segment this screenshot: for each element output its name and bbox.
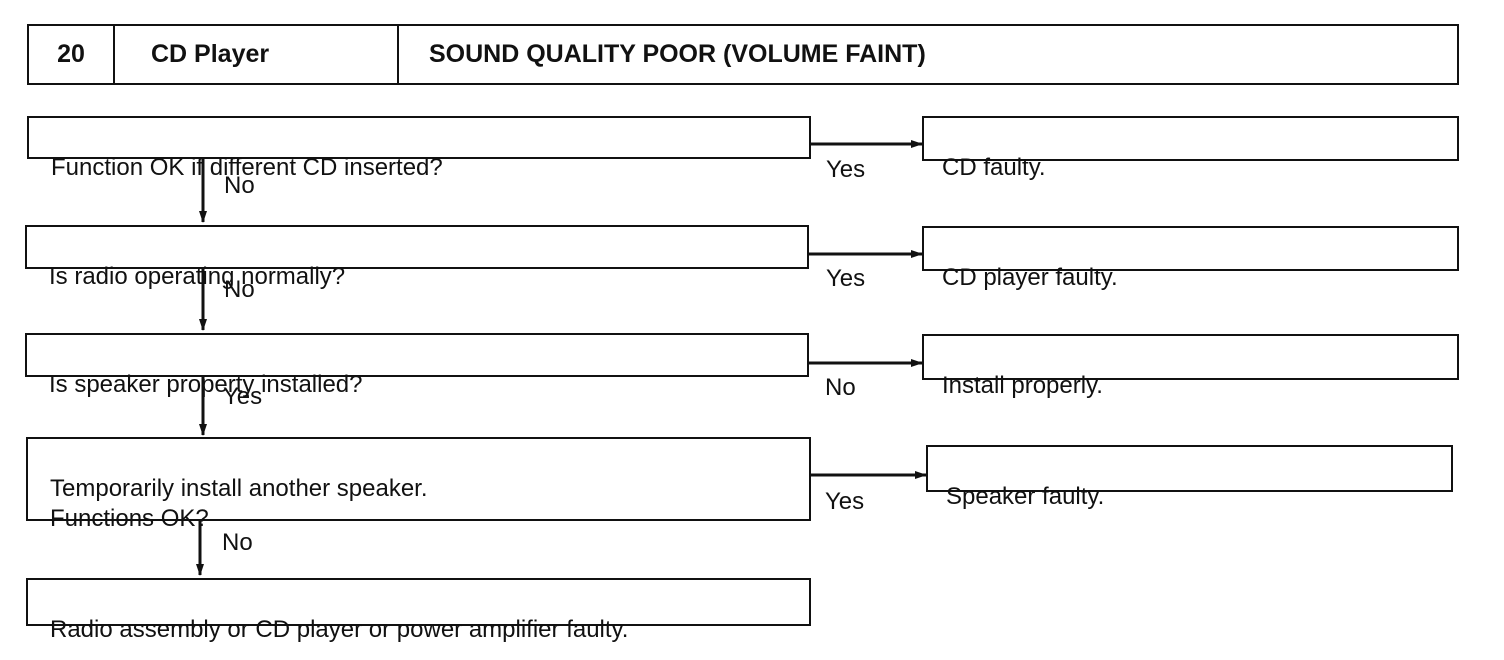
result-box-1: CD faulty.	[922, 116, 1459, 181]
result-box-3: Install properly.	[922, 334, 1459, 399]
result-box-4: Speaker faulty.	[926, 445, 1453, 510]
side-label-1: Yes	[826, 156, 866, 183]
down-label-2: No	[224, 276, 255, 303]
final-result-box: Radio assembly or CD player or power amp…	[26, 578, 811, 643]
question-box-3: Is speaker property installed?	[25, 333, 809, 398]
section-number: 20	[29, 26, 115, 83]
page-title: SOUND QUALITY POOR (VOLUME FAINT)	[429, 40, 926, 68]
result-text-4: Speaker faulty.	[946, 483, 1105, 510]
down-label-1: No	[224, 172, 255, 199]
question-text-2: Is radio operating normally?	[49, 263, 346, 290]
question-box-4: Temporarily install another speaker. Fun…	[26, 437, 811, 532]
result-text-2: CD player faulty.	[942, 264, 1118, 291]
final-result-text: Radio assembly or CD player or power amp…	[50, 616, 629, 643]
header-bar: 20 CD Player SOUND QUALITY POOR (VOLUME …	[27, 24, 1459, 85]
down-label-4: No	[222, 529, 253, 556]
side-label-2: Yes	[826, 265, 866, 292]
question-box-2: Is radio operating normally?	[25, 225, 809, 290]
result-text-1: CD faulty.	[942, 154, 1046, 181]
side-label-3: No	[825, 374, 856, 401]
question-text-1: Function OK if different CD inserted?	[51, 154, 443, 181]
down-label-3: Yes	[223, 383, 263, 410]
result-box-2: CD player faulty.	[922, 226, 1459, 291]
question-box-1: Function OK if different CD inserted?	[27, 116, 811, 181]
question-text-4: Temporarily install another speaker. Fun…	[50, 475, 428, 532]
result-text-3: Install properly.	[942, 372, 1103, 399]
question-text-3: Is speaker property installed?	[49, 371, 363, 398]
section-name: CD Player	[115, 26, 399, 83]
side-label-4: Yes	[825, 488, 865, 515]
